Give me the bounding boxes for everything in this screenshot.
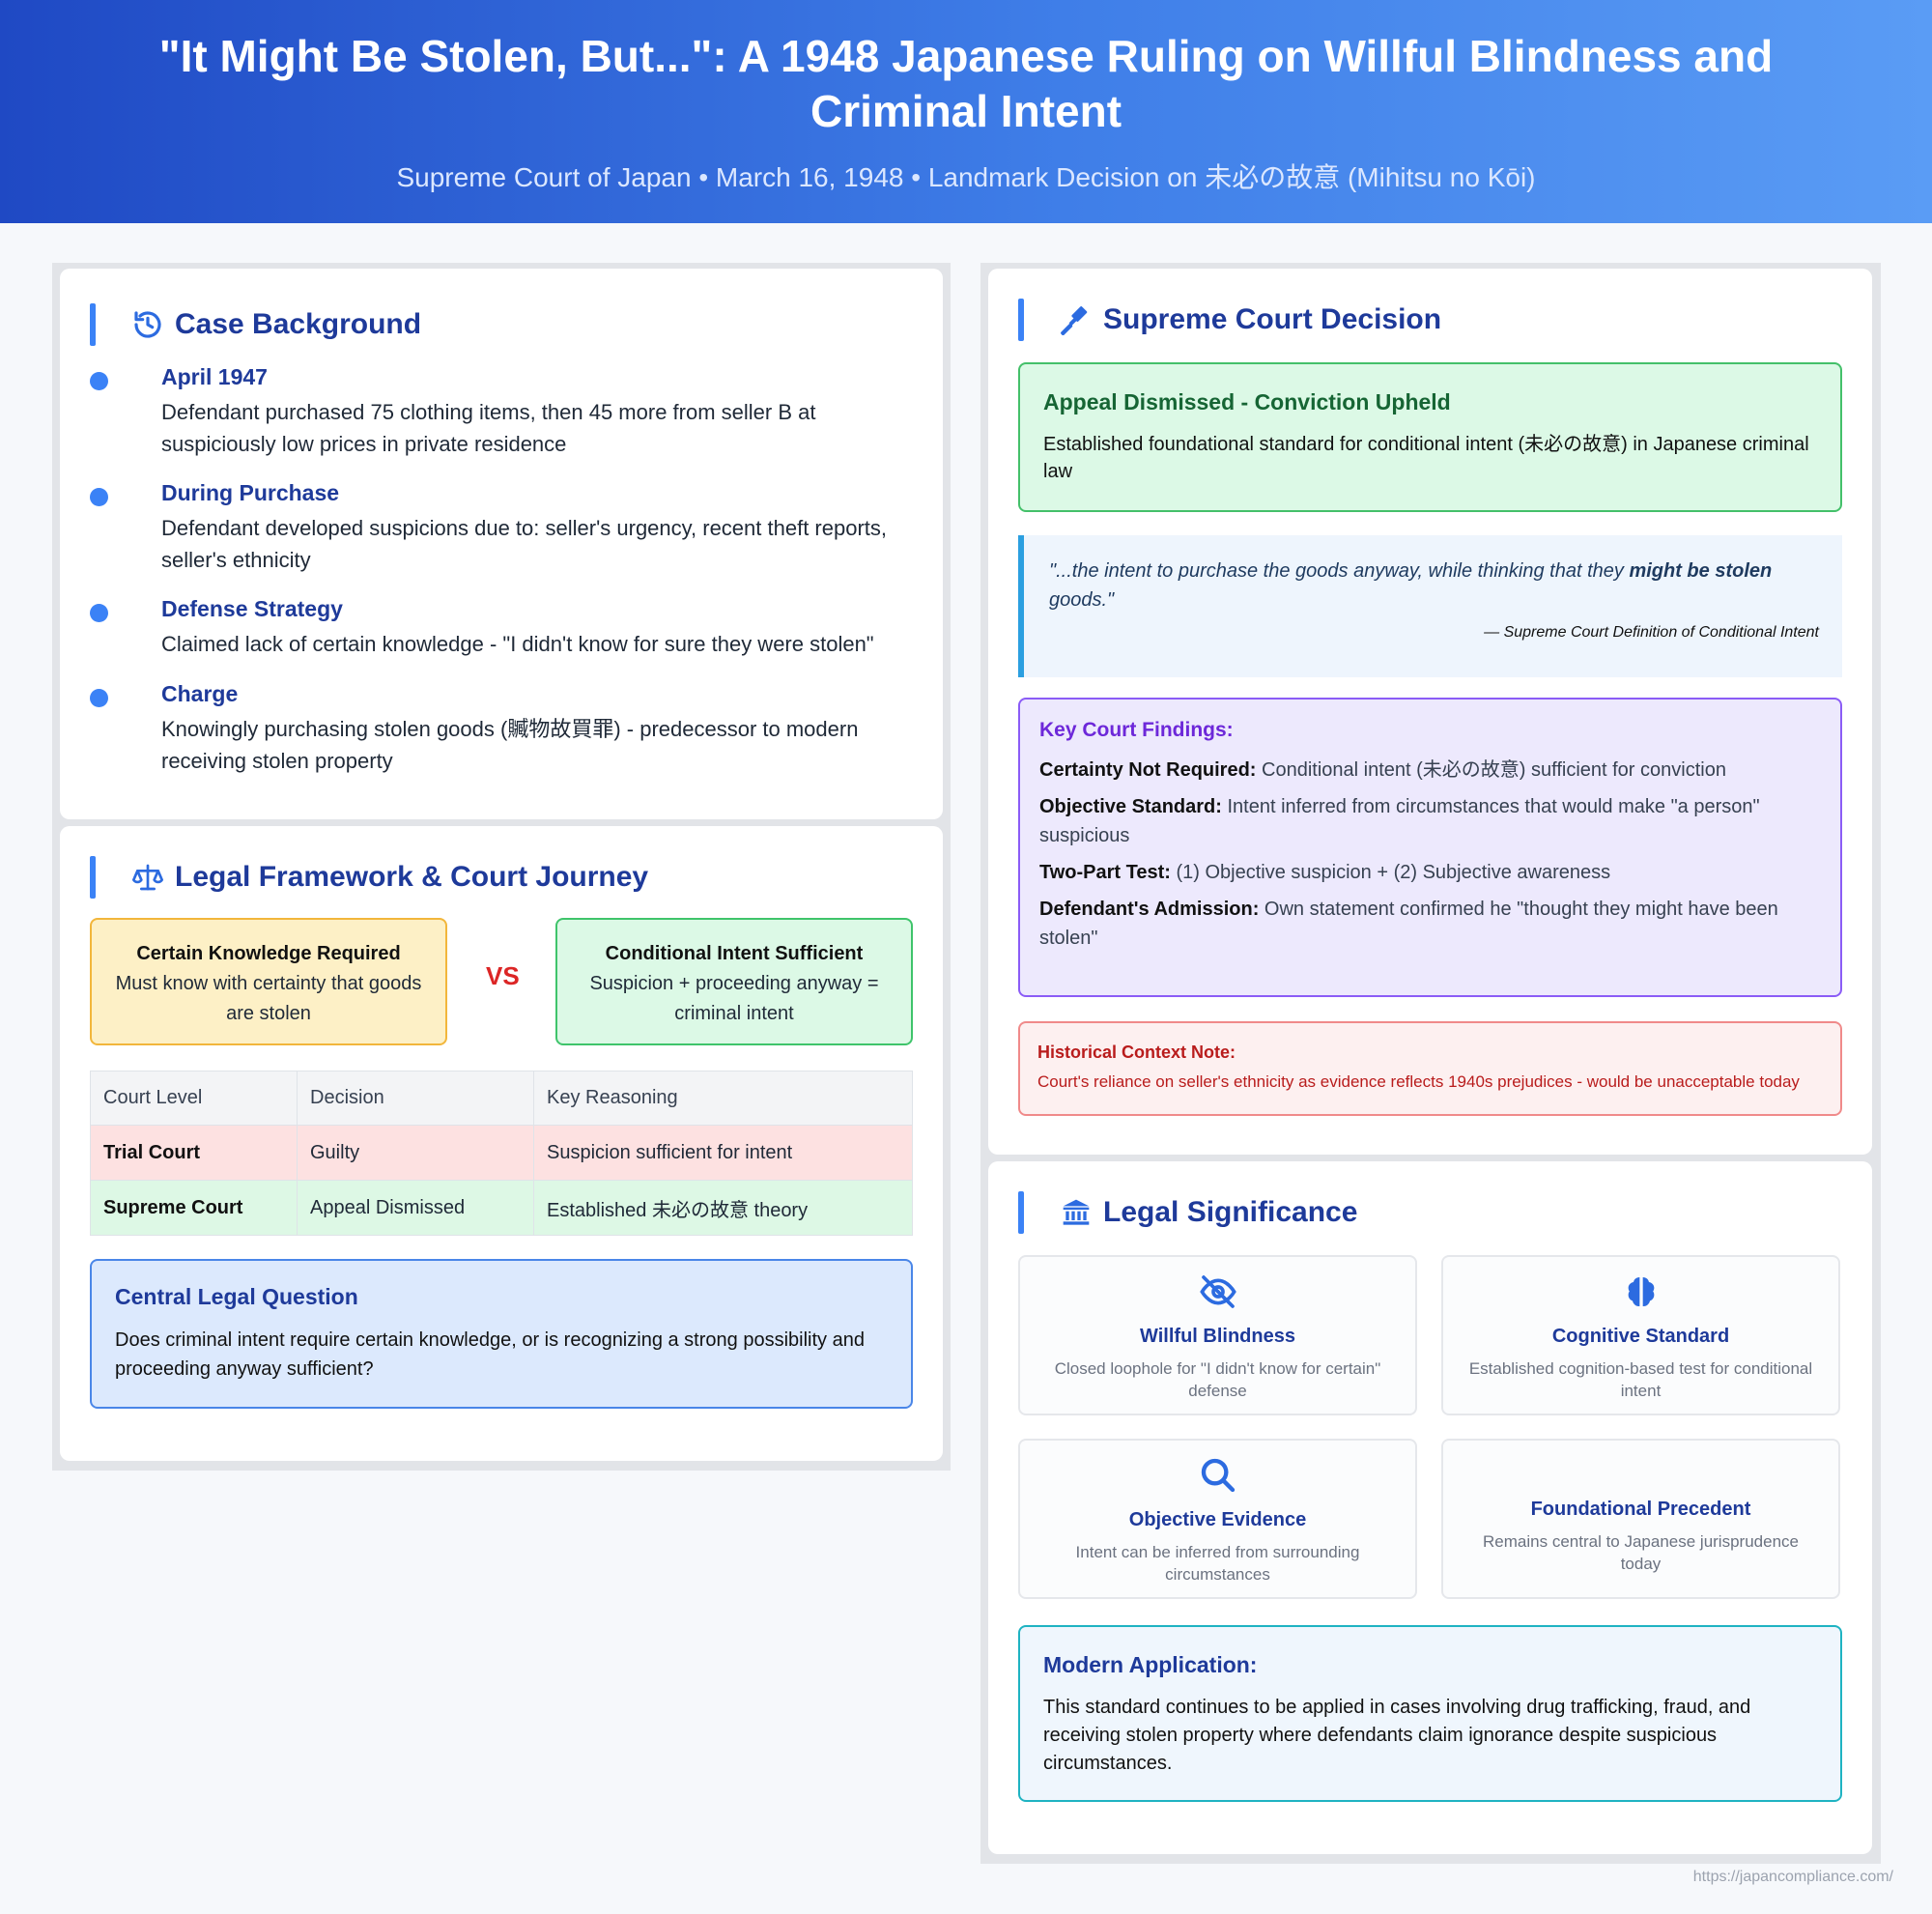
significance-card-heading: Cognitive Standard: [1551, 1326, 1730, 1347]
finding-item: Objective Standard: Intent inferred from…: [1039, 796, 1760, 846]
decision-heading: Supreme Court Decision: [1018, 299, 1441, 341]
decision-result-box: Appeal Dismissed - Conviction Upheld Est…: [1018, 362, 1842, 512]
significance-card-text: Established cognition-based test for con…: [1468, 1359, 1813, 1400]
legal-framework-card: Legal Framework & Court Journey Certain …: [60, 826, 943, 1461]
timeline-item: During Purchase Defendant developed susp…: [90, 480, 901, 576]
significance-card-text: Closed loophole for "I didn't know for c…: [1054, 1359, 1381, 1400]
modern-application-heading: Modern Application:: [1043, 1652, 1258, 1677]
key-findings-box: Key Court Findings: Certainty Not Requir…: [1018, 698, 1842, 997]
section-accent-bar: [1018, 299, 1024, 341]
significance-card-foundational-precedent: Foundational Precedent Remains central t…: [1441, 1439, 1840, 1599]
modern-application-text: This standard continues to be applied in…: [1043, 1697, 1751, 1774]
conditional-intent-box: Conditional Intent Sufficient Suspicion …: [555, 918, 913, 1045]
table-cell: Established 未必の故意 theory: [533, 1180, 913, 1236]
timeline-item: Charge Knowingly purchasing stolen goods…: [90, 681, 901, 777]
table-cell: Guilty: [297, 1125, 534, 1181]
vs-label: VS: [486, 961, 520, 990]
historical-context-heading: Historical Context Note:: [1037, 1043, 1236, 1062]
timeline-dot: [90, 488, 108, 506]
quote-source: — Supreme Court Definition of Conditiona…: [1484, 624, 1819, 641]
left-column: Case Background April 1947 Defendant pur…: [52, 263, 951, 1471]
table-header: Decision: [297, 1071, 534, 1126]
gavel-icon: [1061, 306, 1088, 335]
significance-card-text: Intent can be inferred from surrounding …: [1075, 1543, 1360, 1584]
decision-result-text: Established foundational standard for co…: [1043, 434, 1809, 482]
search-icon: [1201, 1458, 1235, 1493]
key-findings-heading: Key Court Findings:: [1039, 719, 1234, 741]
certain-knowledge-heading: Certain Knowledge Required: [136, 943, 401, 964]
footer-url: https://japancompliance.com/: [1692, 1869, 1893, 1885]
timeline-label: Charge: [161, 681, 239, 706]
legal-framework-heading: Legal Framework & Court Journey: [90, 856, 648, 899]
conditional-intent-text: Suspicion + proceeding anyway = criminal…: [589, 973, 879, 1024]
historical-context-note: Historical Context Note: Court's relianc…: [1018, 1021, 1842, 1116]
supreme-court-decision-card: Supreme Court Decision Appeal Dismissed …: [988, 269, 1872, 1155]
quote-emphasis: might be stolen: [1629, 560, 1773, 582]
timeline-label: April 1947: [161, 364, 268, 389]
quote-text: "...the intent to purchase the goods any…: [1049, 560, 1773, 611]
page-subtitle: Supreme Court of Japan • March 16, 1948 …: [396, 162, 1536, 192]
legal-significance-card: Legal Significance Willful Blindness Clo…: [988, 1161, 1872, 1854]
conditional-intent-heading: Conditional Intent Sufficient: [605, 943, 864, 964]
history-icon: [134, 311, 161, 338]
significance-card-heading: Objective Evidence: [1128, 1509, 1307, 1530]
significance-card-text: Remains central to Japanese jurisprudenc…: [1483, 1532, 1799, 1573]
timeline-item: April 1947 Defendant purchased 75 clothi…: [90, 364, 901, 460]
timeline-label: During Purchase: [161, 480, 340, 505]
section-accent-bar: [90, 303, 96, 346]
significance-card-objective-evidence: Objective Evidence Intent can be inferre…: [1018, 1439, 1417, 1599]
timeline-text: Defendant purchased 75 clothing items, t…: [161, 400, 816, 456]
table-header-row: Court Level Decision Key Reasoning: [90, 1071, 913, 1126]
significance-card-heading: Foundational Precedent: [1530, 1499, 1751, 1520]
section-accent-bar: [1018, 1191, 1024, 1234]
court-journey-table: Court Level Decision Key Reasoning Trial…: [90, 1071, 913, 1236]
central-question-box: Central Legal Question Does criminal int…: [90, 1259, 913, 1409]
right-column: Supreme Court Decision Appeal Dismissed …: [980, 263, 1881, 1864]
table-row: Supreme Court Appeal Dismissed Establish…: [90, 1180, 913, 1236]
case-background-card: Case Background April 1947 Defendant pur…: [60, 269, 943, 819]
central-question-heading: Central Legal Question: [115, 1284, 358, 1309]
timeline-dot: [90, 604, 108, 622]
timeline-dot: [90, 689, 108, 707]
table-header: Key Reasoning: [533, 1071, 913, 1126]
section-accent-bar: [90, 856, 96, 899]
page-header: "It Might Be Stolen, But...": A 1948 Jap…: [0, 0, 1932, 223]
finding-item: Defendant's Admission: Own statement con…: [1039, 899, 1778, 949]
finding-item: Certainty Not Required: Conditional inte…: [1039, 759, 1726, 781]
timeline-label: Defense Strategy: [161, 596, 343, 621]
court-definition-quote: "...the intent to purchase the goods any…: [1018, 535, 1842, 677]
timeline-dot: [90, 372, 108, 390]
certain-knowledge-text: Must know with certainty that goods are …: [115, 973, 422, 1024]
scale-icon: [132, 864, 163, 891]
timeline-text: Claimed lack of certain knowledge - "I d…: [161, 632, 874, 656]
central-question-text: Does criminal intent require certain kno…: [115, 1329, 865, 1380]
timeline-text: Defendant developed suspicions due to: s…: [161, 516, 888, 572]
table-row: Trial Court Guilty Suspicion sufficient …: [90, 1125, 913, 1181]
eye-slash-icon: [1199, 1275, 1236, 1308]
modern-application-box: Modern Application: This standard contin…: [1018, 1625, 1842, 1802]
finding-item: Two-Part Test: (1) Objective suspicion +…: [1039, 862, 1611, 883]
table-cell: Appeal Dismissed: [297, 1180, 534, 1236]
historical-context-text: Court's reliance on seller's ethnicity a…: [1037, 1072, 1800, 1091]
timeline-item: Defense Strategy Claimed lack of certain…: [90, 596, 901, 660]
significance-card-heading: Willful Blindness: [1140, 1326, 1295, 1347]
significance-card-cognitive-standard: Cognitive Standard Established cognition…: [1441, 1255, 1840, 1415]
landmark-icon: [1063, 1199, 1090, 1225]
table-cell: Trial Court: [90, 1125, 298, 1181]
page-title: "It Might Be Stolen, But...": A 1948 Jap…: [158, 31, 1774, 136]
table-cell: Suspicion sufficient for intent: [533, 1125, 913, 1181]
table-cell: Supreme Court: [90, 1180, 298, 1236]
certain-knowledge-box: Certain Knowledge Required Must know wit…: [90, 918, 447, 1045]
decision-result-heading: Appeal Dismissed - Conviction Upheld: [1043, 389, 1451, 414]
table-header: Court Level: [90, 1071, 298, 1126]
brain-icon: [1628, 1277, 1654, 1306]
significance-card-willful-blindness: Willful Blindness Closed loophole for "I…: [1018, 1255, 1417, 1415]
legal-significance-heading: Legal Significance: [1018, 1191, 1357, 1234]
case-background-heading: Case Background: [90, 303, 421, 346]
timeline-text: Knowingly purchasing stolen goods (贓物故買罪…: [161, 717, 859, 773]
